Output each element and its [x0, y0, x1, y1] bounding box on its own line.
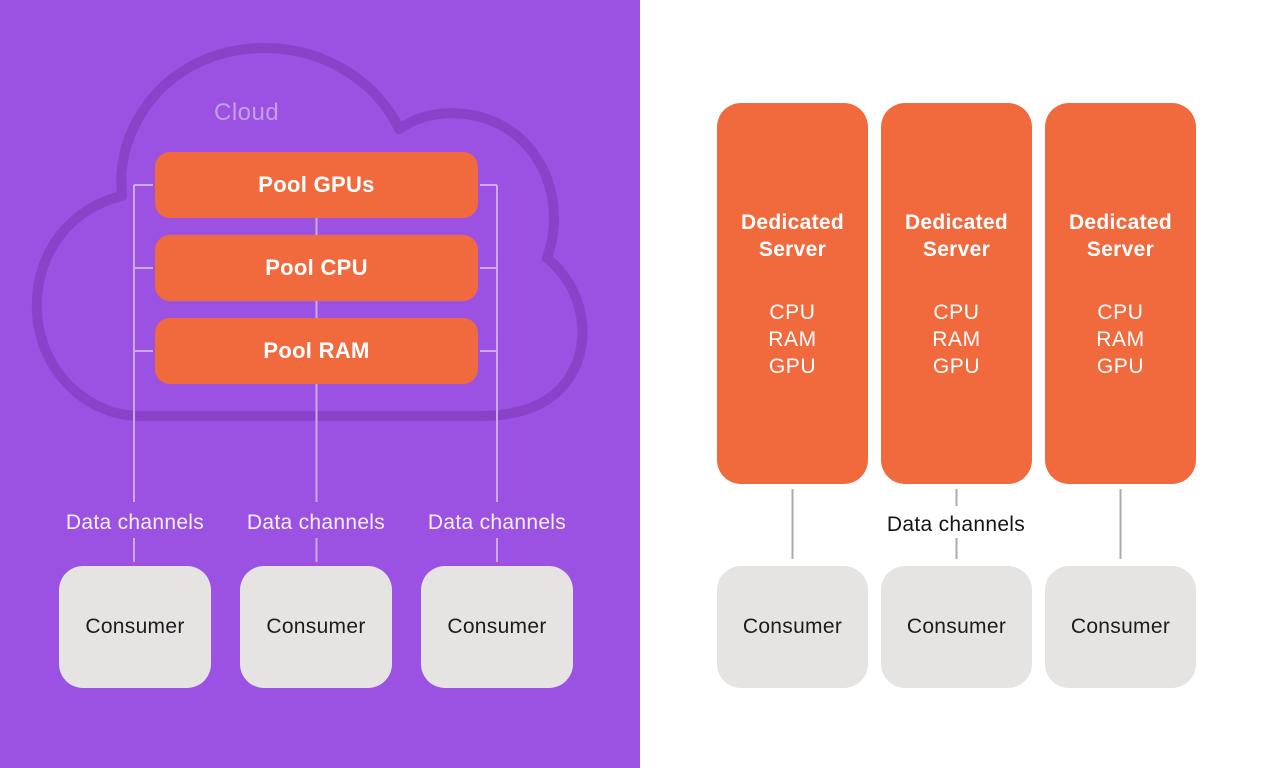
spec-gpu: GPU — [932, 355, 981, 378]
cloud-and-connectors-graphic — [31, 42, 588, 562]
spec-cpu: CPU — [1097, 301, 1144, 324]
spec-cpu: CPU — [933, 301, 980, 324]
server-specs-list: CPU RAM GPU — [768, 299, 816, 380]
dedicated-server-box-1: Dedicated Server CPU RAM GPU — [717, 103, 868, 484]
cloud-pool-panel: Cloud Pool GPUs Pool CPU Pool RAM Data c… — [0, 0, 640, 768]
spec-gpu: GPU — [768, 355, 817, 378]
server-connectors-graphic — [791, 489, 1122, 559]
consumer-box-right-3: Consumer — [1045, 566, 1196, 688]
data-channels-label-right: Data channels — [886, 513, 1026, 536]
data-channels-label-left-2: Data channels — [246, 511, 386, 534]
data-channels-label-left-1: Data channels — [65, 511, 205, 534]
consumer-box-left-1: Consumer — [59, 566, 211, 688]
data-channels-label-left-3: Data channels — [427, 511, 567, 534]
spec-ram: RAM — [1096, 328, 1145, 351]
dedicated-server-box-3: Dedicated Server CPU RAM GPU — [1045, 103, 1196, 484]
consumer-label: Consumer — [447, 615, 547, 638]
dedicated-server-title: Dedicated Server — [1068, 211, 1173, 261]
consumer-label: Consumer — [1070, 615, 1171, 638]
cloud-outline-shape — [31, 42, 588, 421]
dedicated-server-title: Dedicated Server — [740, 211, 845, 261]
dedicated-server-box-2: Dedicated Server CPU RAM GPU — [881, 103, 1032, 484]
consumer-label: Consumer — [742, 615, 843, 638]
dedicated-servers-panel: Dedicated Server CPU RAM GPU Dedicated S… — [640, 0, 1280, 768]
spec-ram: RAM — [768, 328, 817, 351]
spec-cpu: CPU — [769, 301, 816, 324]
consumer-box-right-1: Consumer — [717, 566, 868, 688]
right-bracket-connector — [480, 184, 498, 562]
consumer-label: Consumer — [906, 615, 1007, 638]
pool-cpu-label: Pool CPU — [265, 255, 368, 280]
pool-gpus-label: Pool GPUs — [258, 172, 375, 197]
consumer-label: Consumer — [266, 615, 366, 638]
pool-gpus-box: Pool GPUs — [155, 152, 478, 218]
server-specs-list: CPU RAM GPU — [932, 299, 980, 380]
spec-gpu: GPU — [1096, 355, 1145, 378]
pool-cpu-box: Pool CPU — [155, 235, 478, 301]
consumer-label: Consumer — [85, 615, 185, 638]
cloud-title: Cloud — [214, 99, 280, 126]
pool-ram-box: Pool RAM — [155, 318, 478, 384]
consumer-box-left-2: Consumer — [240, 566, 392, 688]
spec-ram: RAM — [932, 328, 981, 351]
pool-ram-label: Pool RAM — [263, 338, 370, 363]
left-bracket-connector — [133, 184, 153, 562]
dedicated-server-title: Dedicated Server — [904, 211, 1009, 261]
consumer-box-left-3: Consumer — [421, 566, 573, 688]
server-specs-list: CPU RAM GPU — [1096, 299, 1144, 380]
consumer-box-right-2: Consumer — [881, 566, 1032, 688]
